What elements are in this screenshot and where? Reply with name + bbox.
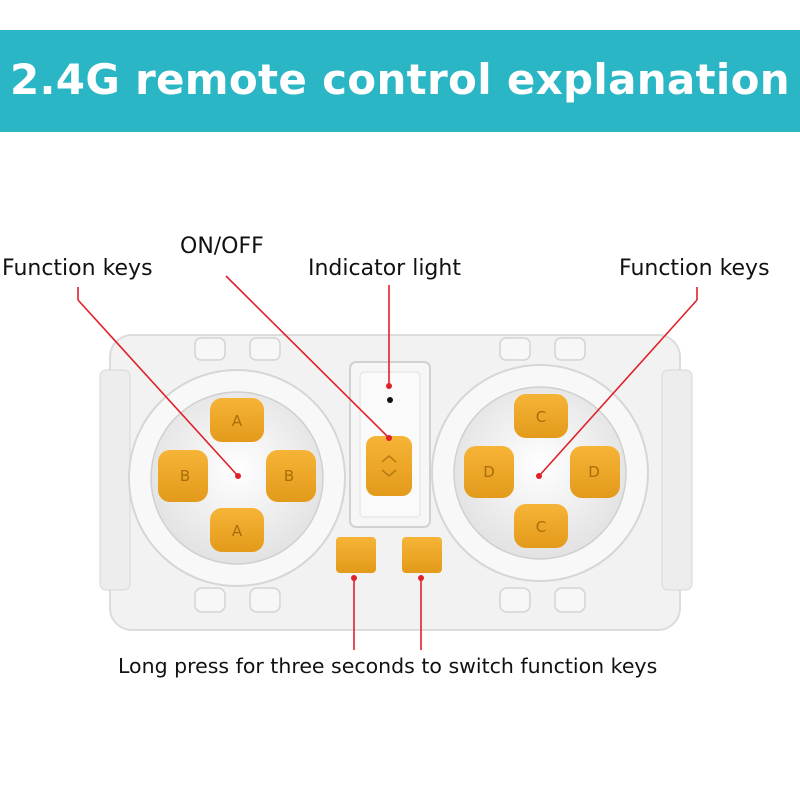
center-panel: [349, 361, 431, 528]
key-a-down[interactable]: [210, 508, 264, 552]
right-dpad: C C D D: [431, 364, 649, 582]
label-left-function-keys: Function keys: [2, 256, 153, 281]
key-b-right-label: B: [284, 467, 294, 485]
key-c-up[interactable]: [514, 394, 568, 438]
key-c-down[interactable]: [514, 504, 568, 548]
stud-row-bottom: [194, 587, 586, 613]
key-b-right[interactable]: [266, 450, 316, 502]
label-long-press: Long press for three seconds to switch f…: [118, 654, 658, 678]
key-b-left-label: B: [180, 467, 190, 485]
title-banner: 2.4G remote control explanation: [0, 30, 800, 132]
mode-switch-button-right[interactable]: [402, 537, 442, 573]
indicator-led-icon: [387, 397, 393, 403]
leader-lines: [77, 275, 698, 650]
key-d-left-label: D: [483, 463, 495, 481]
key-a-up-label: A: [232, 412, 243, 430]
key-a-down-label: A: [232, 522, 243, 540]
stud-row-top: [194, 337, 586, 361]
mode-switch-button-left[interactable]: [336, 537, 376, 573]
label-indicator-light: Indicator light: [308, 256, 461, 281]
label-on-off: ON/OFF: [180, 234, 264, 259]
leader-dots: [235, 383, 542, 581]
key-d-left[interactable]: [464, 446, 514, 498]
key-c-up-label: C: [536, 408, 546, 426]
key-d-right-label: D: [588, 463, 600, 481]
on-off-switch[interactable]: [366, 436, 412, 496]
key-c-down-label: C: [536, 518, 546, 536]
switch-arrows-icon: [381, 455, 397, 477]
key-d-right[interactable]: [570, 446, 620, 498]
key-b-left[interactable]: [158, 450, 208, 502]
label-right-function-keys: Function keys: [619, 256, 770, 281]
page-title: 2.4G remote control explanation: [10, 55, 790, 104]
key-a-up[interactable]: [210, 398, 264, 442]
